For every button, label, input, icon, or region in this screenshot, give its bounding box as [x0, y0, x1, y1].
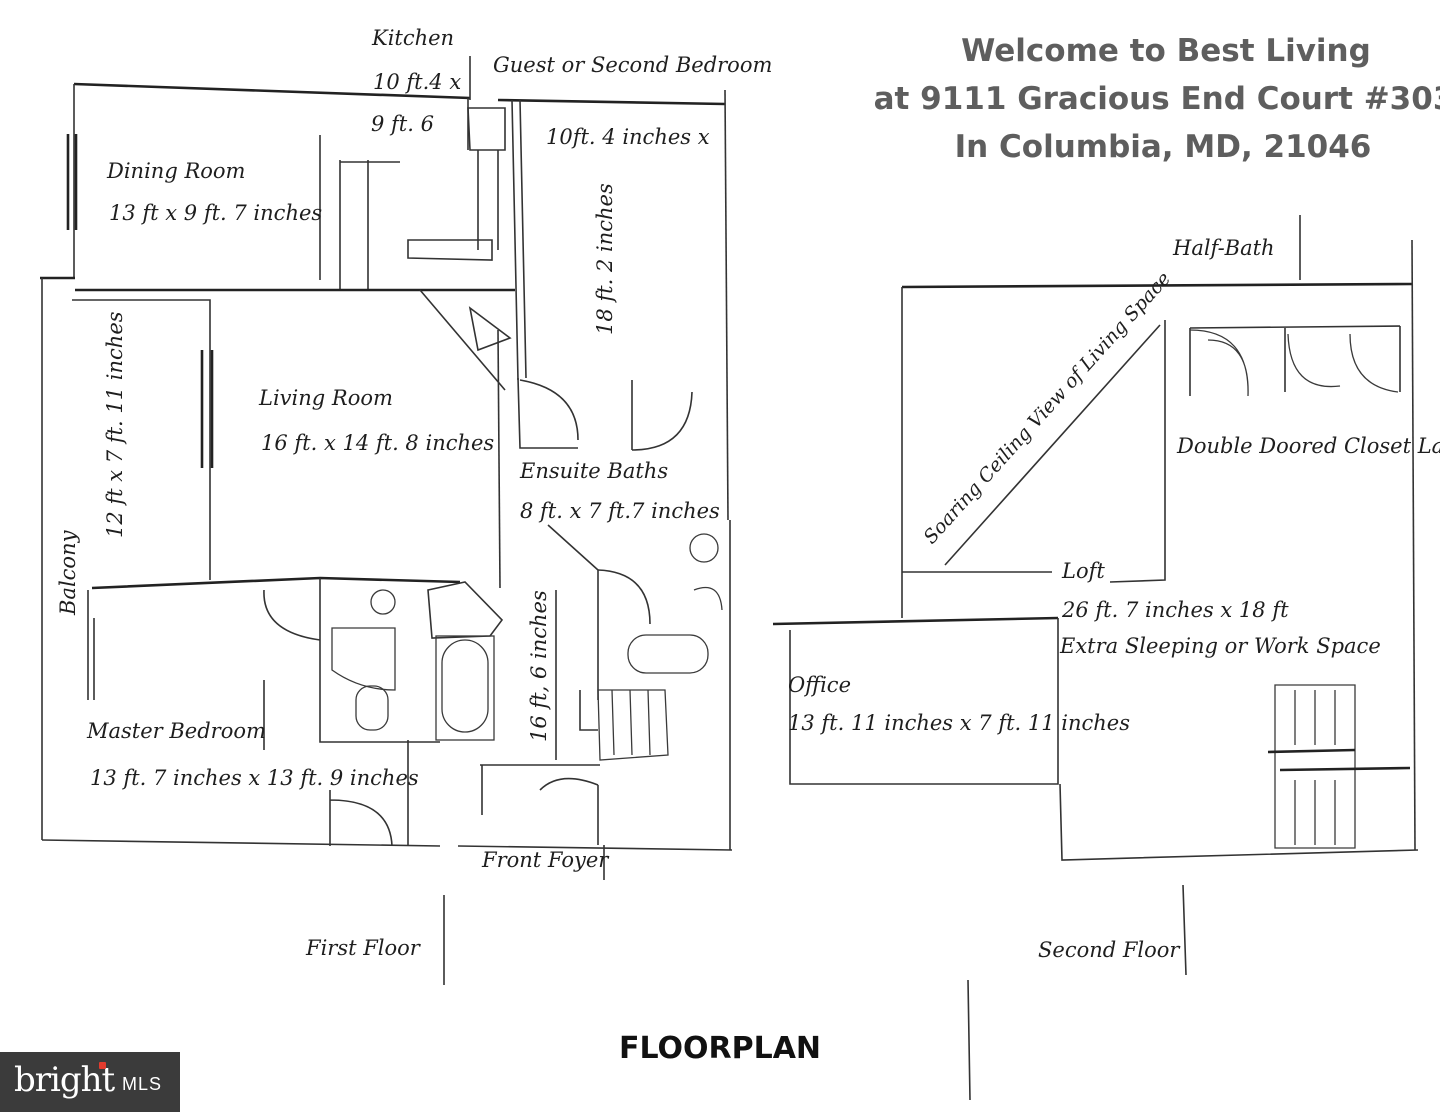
ensuite-baths-dim: 8 ft. x 7 ft.7 inches: [520, 499, 720, 523]
dining-room-dim: 13 ft x 9 ft. 7 inches: [109, 201, 322, 225]
guest-right-wall: [724, 89, 729, 521]
balcony-dim: 12 ft x 7 ft. 11 inches: [103, 311, 127, 538]
office-label: Office: [788, 673, 851, 697]
second-floor-walls: [772, 215, 1419, 1101]
header-line-3: In Columbia, MD, 21046: [955, 129, 1372, 165]
guest-bedroom-dim-1: 10ft. 4 inches x: [546, 125, 710, 149]
ensuite-door: [597, 569, 651, 625]
guest-door-swing: [519, 379, 579, 441]
first-floor-walls: [40, 56, 733, 985]
bath-tub: [441, 639, 489, 733]
guest-closet: [517, 377, 578, 449]
first-floor-caption: First Floor: [305, 936, 422, 960]
bath-tub-frame: [435, 635, 495, 741]
loft-note: Extra Sleeping or Work Space: [1059, 634, 1381, 658]
master-left-wall: [87, 590, 95, 700]
half-bath-label: Half-Bath: [1172, 236, 1275, 260]
ensuite-tub: [627, 634, 709, 674]
guest-bedroom-dim-2: 18 ft. 2 inches: [593, 183, 617, 335]
header-line-2: at 9111 Gracious End Court #303: [874, 81, 1440, 117]
guest-bedroom-label: Guest or Second Bedroom: [493, 53, 772, 77]
living-room-label: Living Room: [258, 386, 393, 410]
guest-top-wall: [497, 98, 726, 106]
bath-wall: [319, 578, 440, 743]
living-diagonal-wall: [419, 289, 506, 391]
loft-bottom-wall: [1059, 783, 1419, 861]
bath-shower: [331, 627, 396, 691]
logo-accent-dot: [99, 1062, 106, 1069]
office-top-wall: [772, 616, 1059, 626]
kitchen-fridge: [467, 107, 506, 151]
living-right-wall: [497, 329, 501, 589]
floorplan-title: FLOORPLAN: [619, 1031, 821, 1066]
closet-frame: [1189, 325, 1401, 396]
kitchen-dim-1: 10 ft.4 x: [373, 70, 461, 94]
front-foyer-label: Front Foyer: [481, 848, 610, 872]
second-floor-caption: Second Floor: [1038, 938, 1181, 962]
dining-window: [66, 134, 78, 230]
second-right-wall: [1411, 239, 1416, 851]
second-top-wall: [901, 282, 1413, 289]
guest-left-wall: [511, 99, 527, 381]
kitchen-bottom-counter: [407, 239, 493, 261]
hall-dim: 16 ft, 6 inches: [527, 590, 551, 742]
living-room-dim: 16 ft. x 14 ft. 8 inches: [261, 431, 494, 455]
living-fireplace: [468, 306, 512, 352]
bath-sink: [370, 589, 396, 615]
office-walls: [789, 618, 1059, 785]
bath-toilet: [355, 685, 389, 731]
guest-door: [631, 380, 693, 451]
foyer-outer-wall: [457, 520, 733, 851]
dining-room-label: Dining Room: [106, 159, 245, 183]
dining-top-wall: [73, 82, 471, 100]
floor-divider: [443, 845, 605, 985]
foyer-left: [579, 690, 598, 731]
foyer-doors: [480, 764, 600, 845]
soaring-ceiling-label: Soaring Ceiling View of Living Space: [919, 268, 1175, 549]
master-top-wall: [91, 576, 461, 590]
kitchen-label: Kitchen: [371, 26, 454, 50]
balcony-label: Balcony: [56, 529, 80, 616]
master-bedroom-dim: 13 ft. 7 inches x 13 ft. 9 inches: [90, 766, 419, 790]
logo-word: bright: [14, 1060, 115, 1100]
ensuite-sink: [689, 533, 719, 563]
foyer-closet-shelves: [597, 689, 669, 761]
stairs-landing: [1267, 748, 1411, 772]
kitchen-left-counter: [339, 160, 400, 290]
second-divider: [967, 884, 1187, 1101]
master-inner-walls: [263, 680, 409, 846]
stairs-frame: [1274, 684, 1356, 849]
header-line-1: Welcome to Best Living: [961, 33, 1371, 69]
ensuite-toilet: [693, 586, 723, 611]
closet-doors-right: [1287, 333, 1399, 393]
master-door: [263, 589, 321, 641]
closet-door-left: [1189, 329, 1249, 397]
bath-vanity: [427, 581, 504, 639]
master-bedroom-label: Master Bedroom: [86, 719, 266, 743]
kitchen-right-counter: [477, 150, 499, 250]
loft-label: Loft: [1061, 559, 1105, 583]
living-window: [200, 350, 214, 468]
balcony-inner-wall: [72, 299, 211, 580]
soaring-wall: [1109, 320, 1166, 583]
logo-suffix: MLS: [122, 1074, 163, 1094]
living-top-wall: [40, 276, 515, 292]
closet-door: [329, 790, 393, 847]
ensuite-baths-label: Ensuite Baths: [519, 459, 668, 483]
bright-mls-logo: bright MLS: [0, 1052, 180, 1112]
first-floor-labels: Kitchen 10 ft.4 x 9 ft. 6 Guest or Secon…: [56, 26, 772, 960]
stairs-treads: [1294, 690, 1336, 845]
loft-dim: 26 ft. 7 inches x 18 ft: [1061, 598, 1289, 622]
second-floor-labels: Half-Bath Soaring Ceiling View of Living…: [788, 236, 1440, 962]
closet-laundry-label: Double Doored Closet Laundry: [1176, 434, 1440, 458]
kitchen-dim-2: 9 ft. 6: [371, 112, 434, 136]
master-bottom-wall: [41, 839, 441, 847]
soaring-diagonal: [944, 324, 1161, 566]
office-dim: 13 ft. 11 inches x 7 ft. 11 inches: [788, 711, 1130, 735]
header: Welcome to Best Living at 9111 Gracious …: [874, 33, 1440, 165]
